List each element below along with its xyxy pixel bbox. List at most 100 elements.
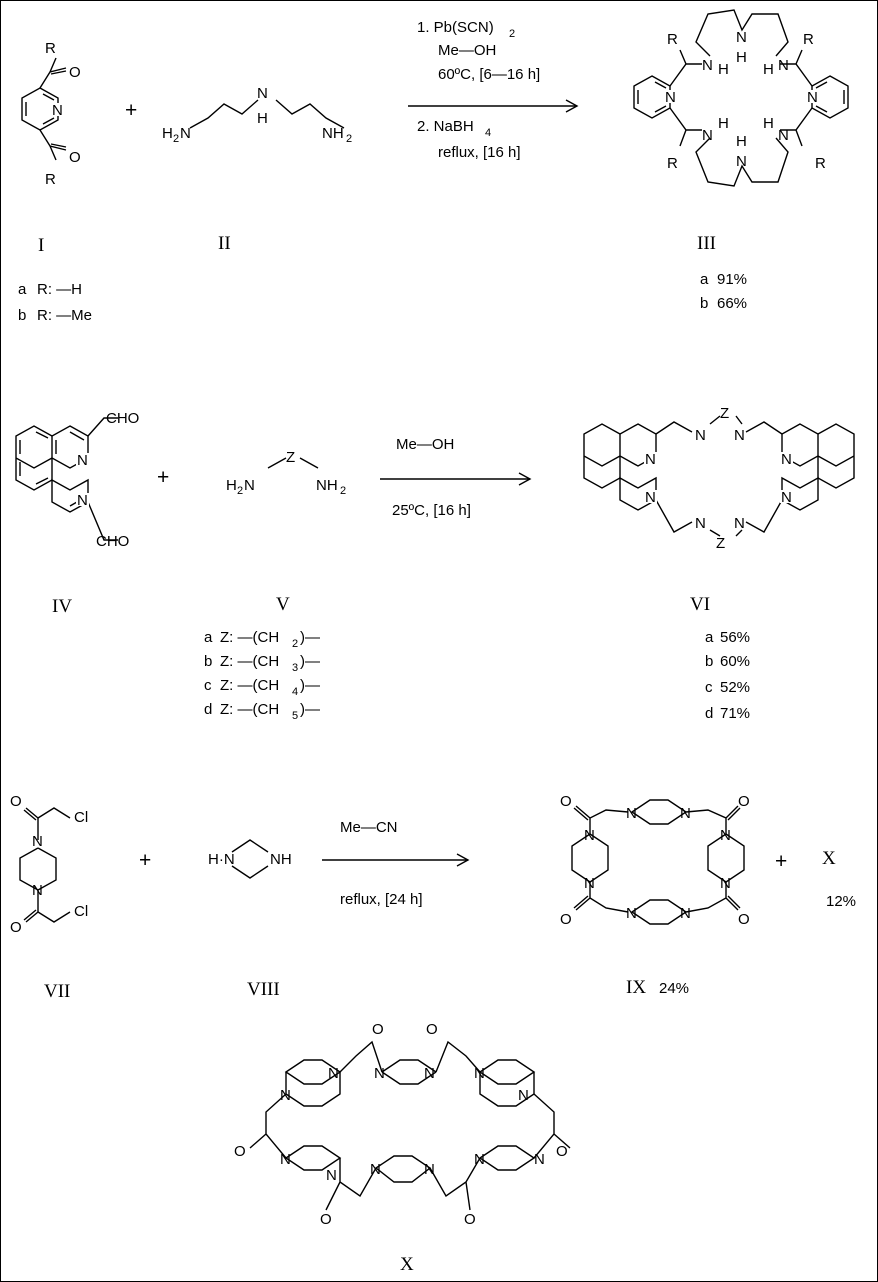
svg-text:N: N — [736, 153, 747, 170]
svg-text:N: N — [32, 882, 43, 899]
svg-text:N: N — [781, 451, 792, 468]
compound-VII-structure: N N O O Cl Cl — [10, 793, 88, 936]
svg-text:N: N — [374, 1065, 385, 1082]
svg-text:N: N — [720, 827, 731, 844]
svg-text:2: 2 — [509, 28, 515, 40]
compound-label: V — [276, 594, 290, 615]
svg-text:N: N — [736, 29, 747, 46]
svg-text:N: N — [695, 515, 706, 532]
svg-text:Cl: Cl — [74, 903, 88, 920]
svg-text:H: H — [763, 115, 774, 132]
svg-text:N: N — [77, 452, 88, 469]
substituent-subscript: 3 — [292, 662, 298, 674]
svg-text:N: N — [32, 833, 43, 850]
substituent-text: Z: —(CH — [220, 653, 279, 670]
svg-text:R: R — [667, 31, 678, 48]
compound-label: VI — [690, 594, 710, 615]
variant-key: d — [204, 701, 212, 718]
svg-text:2: 2 — [237, 485, 243, 497]
svg-text:O: O — [320, 1211, 332, 1228]
variant-key: b — [18, 307, 26, 324]
svg-text:N: N — [626, 905, 637, 922]
svg-text:N: N — [702, 57, 713, 74]
svg-text:)—: )— — [300, 677, 320, 694]
reaction-arrow-3 — [322, 853, 470, 867]
compound-label: X — [400, 1254, 414, 1275]
svg-text:CHO: CHO — [106, 410, 139, 427]
reaction-arrow-1 — [408, 99, 579, 113]
substituent-subscript: 4 — [292, 686, 298, 698]
variant-key: c — [705, 679, 713, 696]
plus-operator: + — [775, 850, 787, 873]
svg-text:N: N — [280, 1087, 291, 1104]
compound-VI-structure: N N N N NZN NZN — [583, 405, 855, 552]
plus-operator: + — [157, 466, 169, 489]
svg-text:N: N — [518, 1087, 529, 1104]
svg-text:N: N — [326, 1167, 337, 1184]
condition-text: reflux, [24 h] — [340, 891, 423, 908]
svg-text:O: O — [69, 149, 81, 166]
svg-text:R: R — [803, 31, 814, 48]
compound-VIII-structure: H·N NH — [208, 839, 292, 879]
compound-label: I — [38, 235, 44, 256]
svg-text:H: H — [718, 61, 729, 78]
svg-text:NH: NH — [322, 125, 344, 142]
svg-text:R: R — [815, 155, 826, 172]
yield-text: 71% — [720, 705, 750, 722]
svg-text:N: N — [645, 451, 656, 468]
svg-text:Z: Z — [716, 535, 725, 552]
svg-text:N: N — [734, 427, 745, 444]
svg-text:O: O — [234, 1143, 246, 1160]
svg-text:N: N — [781, 489, 792, 506]
compound-label: III — [697, 233, 716, 254]
reaction-arrow-2 — [380, 472, 532, 486]
yield-text: 12% — [826, 893, 856, 910]
compound-label: VII — [44, 981, 70, 1002]
condition-text: 25ºC, [16 h] — [392, 502, 471, 519]
svg-text:N: N — [665, 89, 676, 106]
svg-text:)—: )— — [300, 629, 320, 646]
condition-text: reflux, [16 h] — [438, 144, 521, 161]
svg-text:O: O — [556, 1143, 568, 1160]
svg-text:N: N — [720, 875, 731, 892]
svg-text:N: N — [778, 57, 789, 74]
condition-text: Me—CN — [340, 819, 398, 836]
yield-list-VI: a 56% b 60% c 52% d 71% — [705, 629, 750, 722]
substituent-text: Z: —(CH — [220, 629, 279, 646]
svg-text:H·N: H·N — [208, 851, 235, 868]
svg-text:N: N — [626, 805, 637, 822]
condition-text: 60ºC, [6—16 h] — [438, 66, 540, 83]
svg-text:4: 4 — [485, 127, 491, 139]
svg-text:N: N — [424, 1065, 435, 1082]
svg-text:N: N — [734, 515, 745, 532]
svg-text:N: N — [534, 1151, 545, 1168]
svg-text:O: O — [560, 793, 572, 810]
svg-text:O: O — [738, 793, 750, 810]
svg-text:N: N — [257, 85, 268, 102]
svg-text:H: H — [736, 49, 747, 66]
svg-text:N: N — [244, 477, 255, 494]
svg-text:N: N — [807, 89, 818, 106]
svg-text:N: N — [778, 127, 789, 144]
svg-text:H: H — [718, 115, 729, 132]
svg-text:2: 2 — [340, 485, 346, 497]
svg-text:CHO: CHO — [96, 533, 129, 550]
substituent-list-V: a Z: —(CH 2 )— b Z: —(CH 3 )— c Z: —(CH … — [204, 629, 320, 722]
svg-text:2: 2 — [173, 133, 179, 145]
yield-text: 66% — [717, 295, 747, 312]
svg-text:N: N — [584, 827, 595, 844]
condition-text: 1. Pb(SCN) — [417, 19, 494, 36]
svg-text:N: N — [680, 805, 691, 822]
variant-key: c — [204, 677, 212, 694]
svg-text:O: O — [69, 64, 81, 81]
svg-text:N: N — [702, 127, 713, 144]
variant-key: b — [204, 653, 212, 670]
yield-text: 56% — [720, 629, 750, 646]
plus-operator: + — [139, 849, 151, 872]
variant-key: a — [18, 281, 27, 298]
yield-text: 60% — [720, 653, 750, 670]
